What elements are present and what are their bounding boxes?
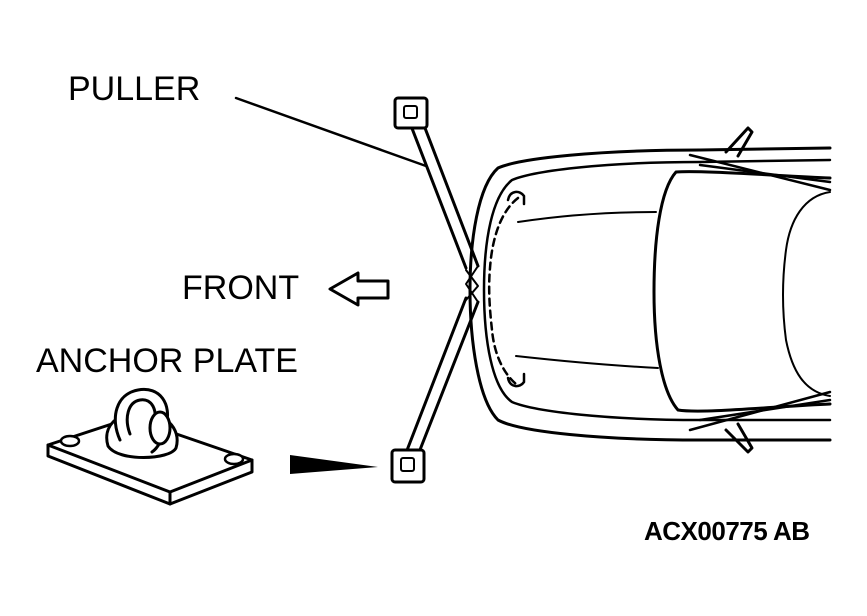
anchor-plate-label: ANCHOR PLATE [36, 342, 298, 380]
upper-puller-rod [406, 113, 480, 270]
upper-anchor-square [393, 96, 429, 130]
vehicle-body [465, 126, 832, 454]
anchor-plate [46, 387, 254, 506]
anchor-pointer-wedge [290, 455, 378, 474]
puller-leader-line [234, 96, 428, 168]
lower-anchor-square [390, 448, 426, 484]
front-label: FRONT [182, 269, 300, 307]
puller-label: PULLER [68, 70, 201, 108]
front-arrow-icon [328, 271, 390, 307]
lower-puller-rod [402, 296, 480, 462]
figure-code-label: ACX00775 AB [644, 516, 810, 546]
